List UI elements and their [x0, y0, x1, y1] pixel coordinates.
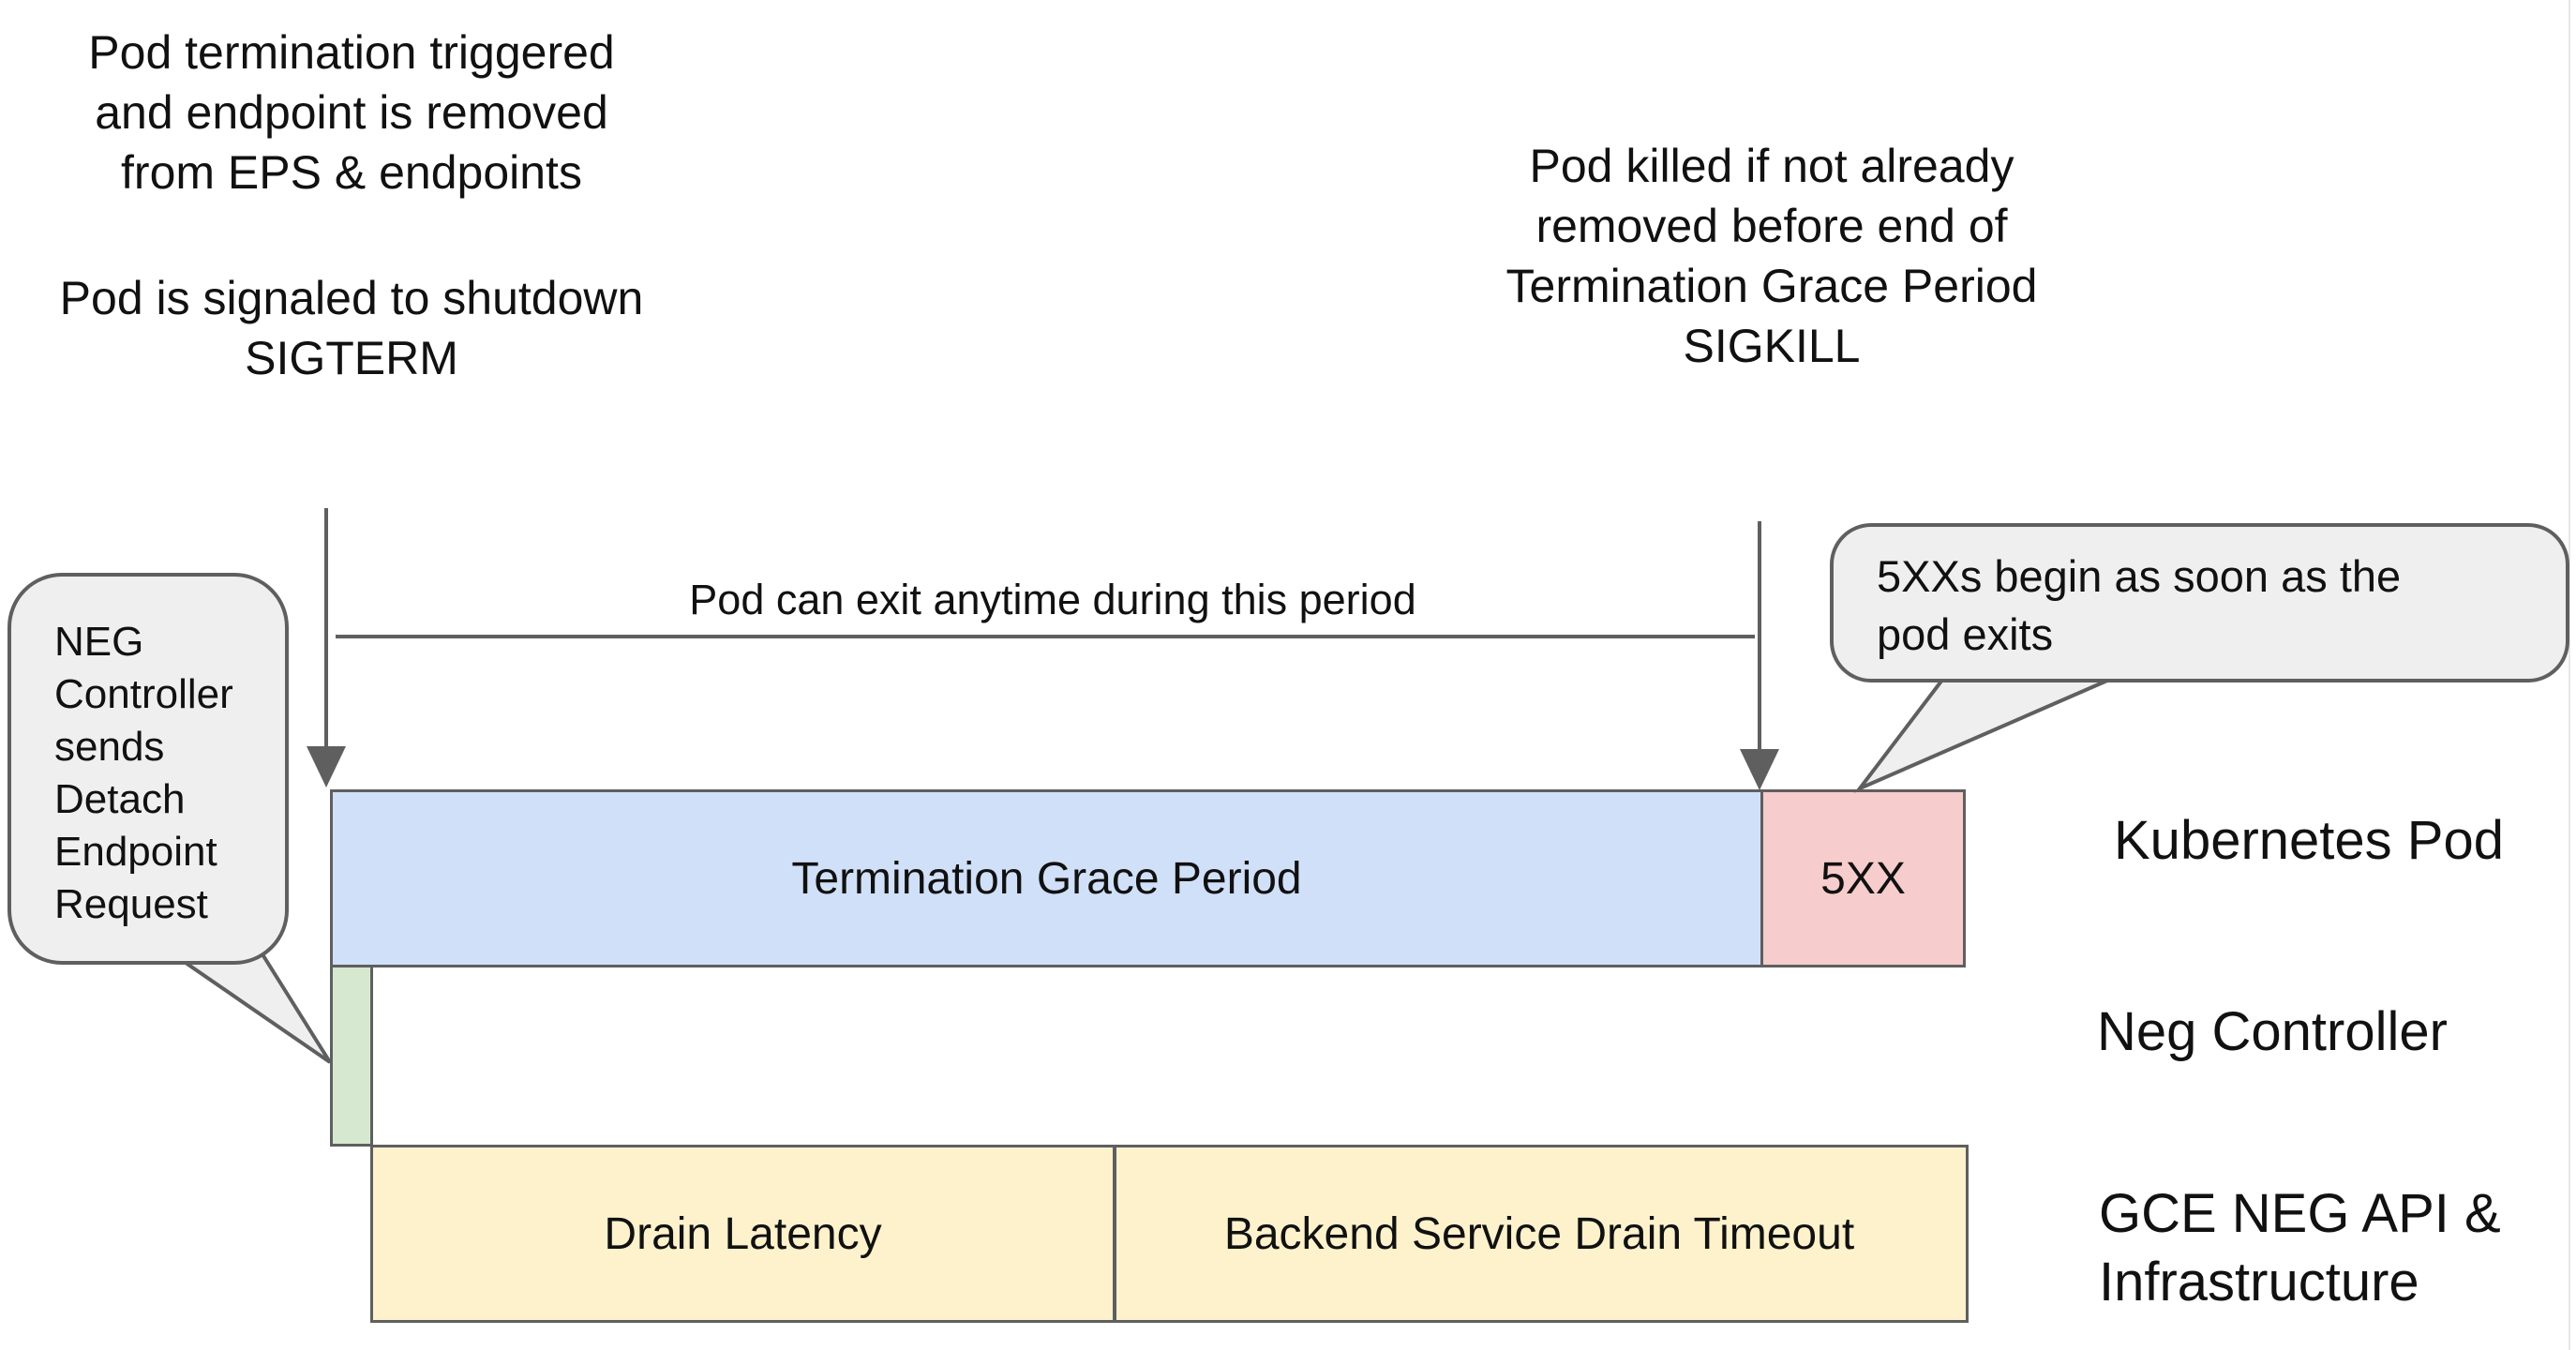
- five-xx-callout-tail-icon: [1853, 666, 2138, 793]
- gce-drain-bar: Drain Latency Backend Service Drain Time…: [370, 1145, 1969, 1323]
- five-xx-bar-label: 5XX: [1820, 853, 1906, 904]
- drain-latency-segment: Drain Latency: [373, 1148, 1113, 1320]
- sigterm-arrowhead-icon: [307, 746, 346, 788]
- five-xx-callout: 5XXs begin as soon as the pod exits: [1830, 523, 2569, 682]
- row-label-neg-controller: Neg Controller: [2097, 1001, 2448, 1062]
- row-label-kubernetes-pod: Kubernetes Pod: [2114, 810, 2504, 871]
- pod-can-exit-label: Pod can exit anytime during this period: [689, 576, 1416, 623]
- sigkill-arrowhead-icon: [1740, 749, 1779, 790]
- neg-callout-tail-icon: [167, 952, 332, 1064]
- five-xx-callout-text: 5XXs begin as soon as the pod exits: [1877, 551, 2402, 659]
- termination-grace-period-label: Termination Grace Period: [791, 853, 1302, 904]
- pod-signaled-note: Pod is signaled to shutdown SIGTERM: [59, 272, 644, 384]
- backend-drain-segment: Backend Service Drain Timeout: [1113, 1148, 1966, 1320]
- row-label-gce-neg-api: GCE NEG API & Infrastructure: [2099, 1183, 2501, 1312]
- backend-drain-label: Backend Service Drain Timeout: [1223, 1208, 1855, 1259]
- termination-grace-period-bar: Termination Grace Period: [330, 789, 1763, 968]
- page-edge-line: [2569, 0, 2570, 1350]
- detach-request-bar: [330, 965, 373, 1147]
- pod-termination-note: Pod termination triggered and endpoint i…: [88, 26, 615, 199]
- neg-controller-callout: NEG Controller sends Detach Endpoint Req…: [7, 573, 289, 965]
- five-xx-bar: 5XX: [1760, 789, 1966, 968]
- pod-killed-note: Pod killed if not already removed before…: [1505, 140, 2038, 372]
- drain-segment-divider: [1113, 1148, 1116, 1320]
- neg-controller-callout-text: NEG Controller sends Detach Endpoint Req…: [54, 619, 233, 927]
- drain-latency-label: Drain Latency: [604, 1208, 882, 1259]
